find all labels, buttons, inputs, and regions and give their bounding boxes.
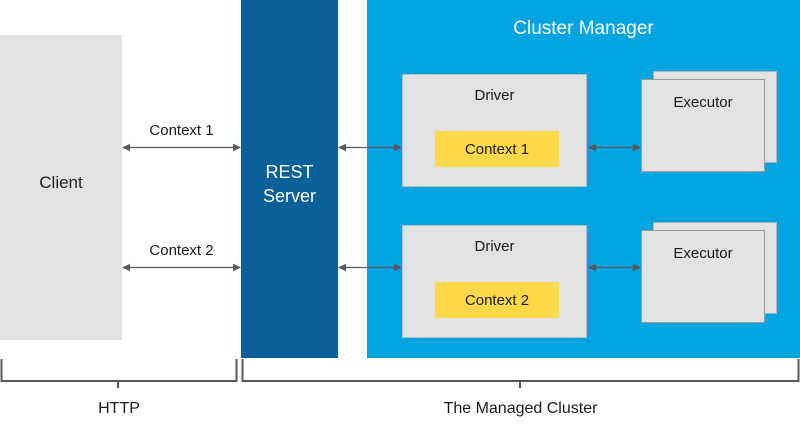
driver-executor-arrow-row-1: [588, 142, 641, 153]
http-arrow-label-row-2: Context 2: [149, 242, 214, 259]
http-bracket-label: HTTP: [98, 400, 140, 417]
executor-stack-row-2: Executor: [641, 222, 777, 323]
context-chip-row-1: Context 1: [435, 131, 559, 167]
driver-label-row-2: Driver: [474, 238, 515, 255]
executor-card-front-row-2: Executor: [641, 230, 765, 323]
executor-label-row-2: Executor: [673, 245, 733, 262]
client-box: [0, 35, 122, 340]
http-arrow-row-2: [122, 262, 241, 273]
http-arrow-row-1: [122, 142, 241, 153]
context-chip-row-2: Context 2: [435, 282, 559, 318]
executor-label-row-1: Executor: [673, 94, 733, 111]
rest-driver-arrow-row-2: [338, 262, 402, 273]
http-bracket: [0, 358, 238, 388]
driver-label-row-1: Driver: [474, 87, 515, 104]
driver-box-row-2: Driver Context 2: [402, 225, 587, 338]
rest-server-label: REST Server: [262, 162, 316, 206]
rest-driver-arrow-row-1: [338, 142, 402, 153]
http-arrow-label-row-1: Context 1: [149, 122, 214, 139]
executor-card-front-row-1: Executor: [641, 79, 765, 172]
client-label: Client: [39, 173, 83, 192]
driver-executor-arrow-row-2: [588, 262, 641, 273]
cluster-manager-title: Cluster Manager: [513, 18, 654, 39]
driver-box-row-1: Driver Context 1: [402, 74, 587, 187]
managed-cluster-bracket-label: The Managed Cluster: [443, 400, 598, 417]
rest-server-column: [241, 0, 338, 358]
executor-stack-row-1: Executor: [641, 71, 777, 172]
managed-cluster-bracket: [241, 358, 800, 388]
